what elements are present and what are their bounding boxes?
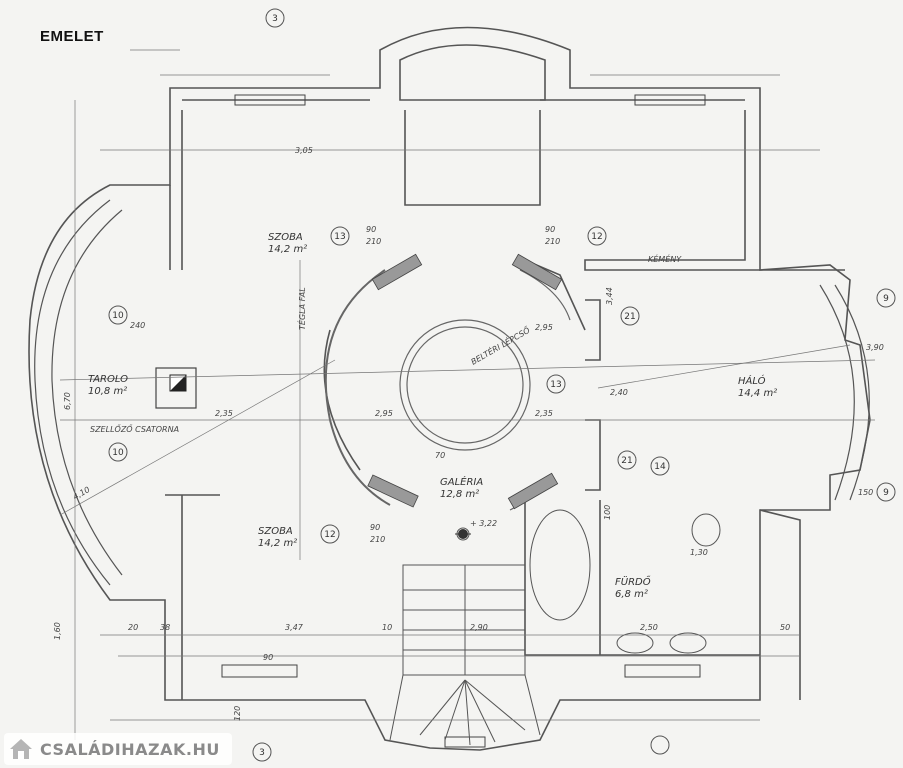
svg-text:2,40: 2,40 [610,388,628,397]
svg-text:38: 38 [160,623,170,632]
svg-text:90: 90 [366,225,376,234]
staircase [389,564,541,746]
watermark-text: CSALÁDIHAZAK.HU [40,739,220,759]
svg-text:90: 90 [263,653,273,662]
marker-12-a: 12 [324,530,335,540]
svg-text:100: 100 [603,505,612,520]
room-furdo-name: FÜRDŐ [615,574,651,588]
room-furdo-area: 6,8 m² [615,589,648,600]
marker-13-mid: 13 [550,380,561,390]
room-halo-name: HÁLÓ [738,374,766,387]
room-tarolo-area: 10,8 m² [88,386,127,397]
room-labels: SZOBA 14,2 m² TAROLO 10,8 m² GALÉRIA 12,… [88,232,777,600]
room-szoba-top-area: 14,2 m² [268,244,307,255]
dimension-lines [59,49,876,740]
svg-text:3,05: 3,05 [295,146,313,155]
marker-12-b: 12 [591,232,602,242]
chimney-square [155,367,197,409]
svg-text:240: 240 [130,321,145,330]
house-icon [10,739,32,759]
svg-text:2,35: 2,35 [535,409,553,418]
svg-text:210: 210 [366,237,381,246]
marker-9-b: 9 [883,488,889,498]
svg-text:3,44: 3,44 [605,287,614,305]
svg-text:50: 50 [780,623,790,632]
room-szoba-top-name: SZOBA [268,232,303,243]
room-tarolo-name: TAROLO [88,374,128,385]
svg-text:2,95: 2,95 [375,409,393,418]
marker-9-a: 9 [883,294,889,304]
marker-10-a: 10 [112,311,124,321]
room-szoba-bottom-area: 14,2 m² [258,538,297,549]
szell-note: SZELLŐZŐ CSATORNA [90,424,179,434]
wall-hatch-blocks [367,253,563,510]
svg-text:90: 90 [370,523,380,532]
room-halo-area: 14,4 m² [738,388,777,399]
svg-text:210: 210 [545,237,560,246]
marker-3-top: 3 [272,14,278,24]
wall-note: TÉGLA FAL [296,287,307,330]
watermark-logo: CSALÁDIHAZAK.HU [4,733,232,765]
marker-21-b: 21 [621,456,632,466]
svg-text:210: 210 [370,535,385,544]
svg-text:150: 150 [858,488,873,497]
svg-text:1,60: 1,60 [53,622,62,640]
svg-text:120: 120 [233,706,242,721]
svg-text:2,95: 2,95 [535,323,553,332]
marker-numbers: 13 10 10 12 12 13 21 21 14 9 9 3 3 [112,14,889,758]
curved-wall-right [819,284,870,501]
marker-10-b: 10 [112,448,124,458]
marker-13-top: 13 [334,232,345,242]
dimension-texts: 90 210 90 210 90 210 2,95 2,95 2,35 2,35… [53,146,884,721]
marker-circles [108,8,896,762]
floor-title: EMELET [40,28,104,45]
level-mark: + 3,22 [470,519,497,528]
curved-wall-left [34,199,123,586]
svg-text:20: 20 [128,623,138,632]
chimney-note: KÉMÉNY [648,253,682,264]
svg-text:3,90: 3,90 [866,343,884,352]
gallery-circle [324,269,571,511]
svg-text:2,90: 2,90 [470,623,488,632]
svg-text:1,30: 1,30 [690,548,708,557]
svg-text:2,35: 2,35 [215,409,233,418]
svg-text:2,50: 2,50 [640,623,658,632]
bathroom-fixtures [529,509,721,654]
room-galeria-area: 12,8 m² [440,489,479,500]
room-szoba-bottom-name: SZOBA [258,526,293,537]
marker-21-a: 21 [624,312,635,322]
svg-text:3,47: 3,47 [285,623,304,632]
svg-text:10: 10 [382,623,392,632]
compass-mark [455,529,471,539]
svg-text:90: 90 [545,225,555,234]
svg-text:6,70: 6,70 [63,392,72,410]
svg-text:70: 70 [435,451,445,460]
marker-14: 14 [654,462,666,472]
room-galeria-name: GALÉRIA [440,475,483,488]
windows [221,94,706,748]
marker-3-bottom: 3 [259,748,265,758]
